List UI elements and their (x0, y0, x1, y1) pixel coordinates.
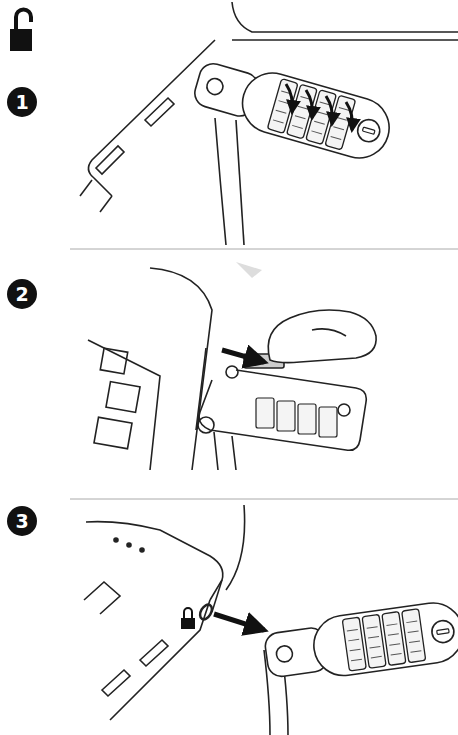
combination-lock (262, 599, 458, 686)
callout-circle (7, 87, 37, 536)
callout-number: 3 (8, 507, 36, 535)
dial-arrows (286, 84, 352, 130)
push-arrow (222, 350, 264, 362)
divider (70, 249, 458, 499)
callout-number: 2 (8, 280, 36, 308)
laptop-corner-1 (80, 2, 458, 245)
laptop-bottom (88, 262, 376, 470)
combination-lock (189, 53, 396, 165)
padlock-symbol (181, 608, 195, 629)
remove-arrow (214, 614, 264, 630)
laptop-corner-3 (84, 505, 288, 735)
unlock-icon (10, 10, 32, 52)
callout-number: 1 (8, 88, 36, 116)
